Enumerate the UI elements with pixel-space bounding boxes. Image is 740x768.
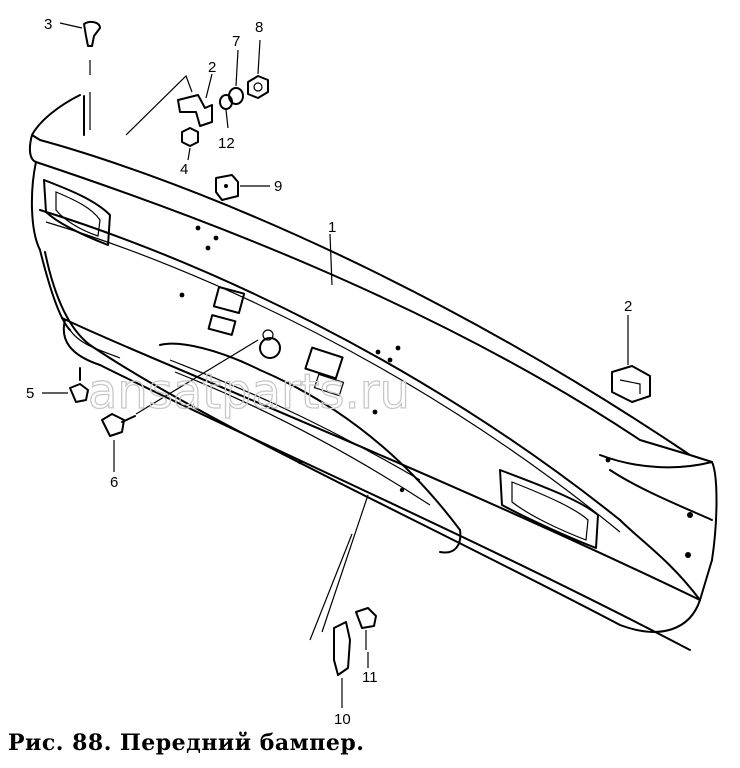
watermark-text: ansatparts.ru [88,364,410,420]
bolt-part-5 [69,367,89,403]
bumper-body [28,92,718,651]
callout-labels: 3 2 7 8 12 4 9 1 2 5 6 11 10 [26,16,632,728]
washer-parts-7-8-12 [219,75,269,110]
callout-11: 11 [362,669,378,686]
nut-part-4 [181,127,199,147]
callout-8: 8 [255,19,263,36]
center-connectors [207,285,345,397]
callout-2-top: 2 [208,59,216,76]
bolt-part-6 [101,413,136,437]
callout-9: 9 [274,178,282,195]
clip-part-9 [215,174,239,201]
clip-part-3 [83,20,101,75]
callout-1: 1 [328,219,336,236]
mounting-holes [179,225,693,558]
callout-6: 6 [110,474,118,491]
bracket-part-2-top [177,94,213,127]
leader-lines [42,22,629,708]
callout-7: 7 [232,33,240,50]
callout-10: 10 [334,711,351,728]
callout-5: 5 [26,385,34,402]
callout-12: 12 [218,135,235,152]
bracket-part-10 [333,621,351,676]
left-fog-lamp [43,179,111,246]
bracket-part-2-right [611,365,651,403]
callout-2-right: 2 [624,298,632,315]
right-fog-lamp [499,469,599,549]
bolt-part-11 [355,607,377,650]
callout-4: 4 [180,161,188,178]
callout-3: 3 [44,16,52,33]
figure-caption: Рис. 88. Передний бампер. [8,730,365,756]
